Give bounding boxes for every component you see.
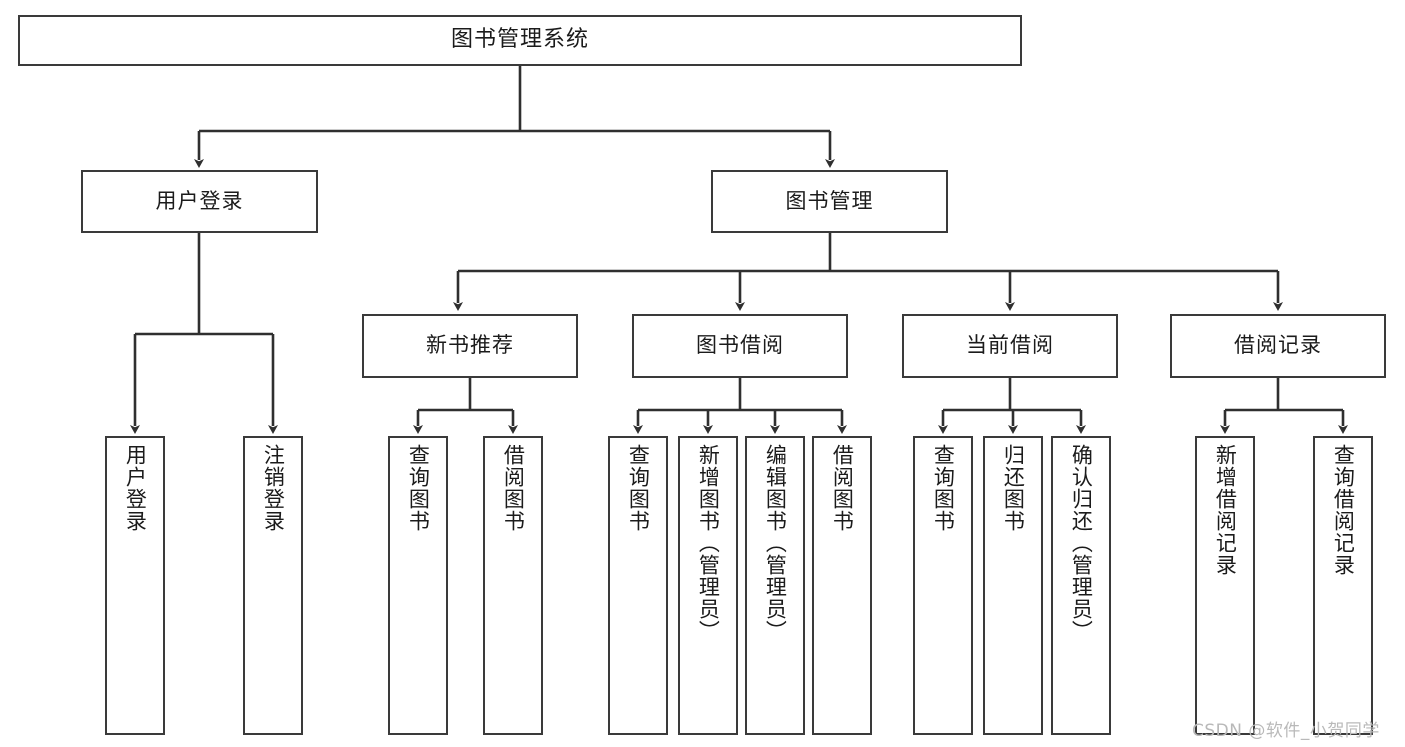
node-label: 图书管理系统 (450, 27, 589, 53)
node-label: 新增图书（管理员） (696, 444, 721, 642)
node-root-book-management-system[interactable]: 图书管理系统 (18, 15, 1022, 66)
node-label: 图书借阅 (696, 333, 784, 358)
node-leaf-query-book-newbook[interactable]: 查询图书 (388, 436, 448, 735)
node-book-borrow[interactable]: 图书借阅 (632, 314, 848, 378)
node-leaf-borrow-book[interactable]: 借阅图书 (812, 436, 872, 735)
node-label: 确认归还（管理员） (1069, 444, 1094, 642)
node-label: 图书管理 (785, 188, 874, 213)
node-leaf-logout[interactable]: 注销登录 (243, 436, 303, 735)
node-label: 借阅图书 (501, 444, 526, 532)
node-leaf-add-book-admin[interactable]: 新增图书（管理员） (678, 436, 738, 735)
node-book-management[interactable]: 图书管理 (711, 170, 948, 233)
node-label: 用户登录 (123, 444, 148, 532)
node-label: 查询图书 (626, 444, 651, 532)
node-leaf-add-borrow-record[interactable]: 新增借阅记录 (1195, 436, 1255, 735)
node-label: 当前借阅 (966, 333, 1054, 358)
node-leaf-query-borrow-record[interactable]: 查询借阅记录 (1313, 436, 1373, 735)
csdn-watermark: CSDN @软件_小贺同学 (1192, 721, 1380, 741)
node-leaf-edit-book-admin[interactable]: 编辑图书（管理员） (745, 436, 805, 735)
node-leaf-query-book-current[interactable]: 查询图书 (913, 436, 973, 735)
node-label: 新书推荐 (426, 333, 514, 358)
node-label: 查询图书 (931, 444, 956, 532)
node-borrow-record[interactable]: 借阅记录 (1170, 314, 1386, 378)
node-leaf-query-book[interactable]: 查询图书 (608, 436, 668, 735)
node-new-book-recommend[interactable]: 新书推荐 (362, 314, 578, 378)
node-label: 注销登录 (261, 444, 286, 532)
node-label: 借阅记录 (1234, 333, 1322, 358)
node-label: 编辑图书（管理员） (763, 444, 788, 642)
node-leaf-confirm-return-admin[interactable]: 确认归还（管理员） (1051, 436, 1111, 735)
node-label: 借阅图书 (830, 444, 855, 532)
node-label: 查询借阅记录 (1331, 444, 1356, 576)
node-leaf-borrow-book-newbook[interactable]: 借阅图书 (483, 436, 543, 735)
node-user-login[interactable]: 用户登录 (81, 170, 318, 233)
node-leaf-user-login[interactable]: 用户登录 (105, 436, 165, 735)
node-label: 归还图书 (1001, 444, 1026, 532)
node-label: 用户登录 (155, 188, 244, 213)
node-leaf-return-book[interactable]: 归还图书 (983, 436, 1043, 735)
node-label: 查询图书 (406, 444, 431, 532)
node-current-borrow[interactable]: 当前借阅 (902, 314, 1118, 378)
node-label: 新增借阅记录 (1213, 444, 1238, 576)
